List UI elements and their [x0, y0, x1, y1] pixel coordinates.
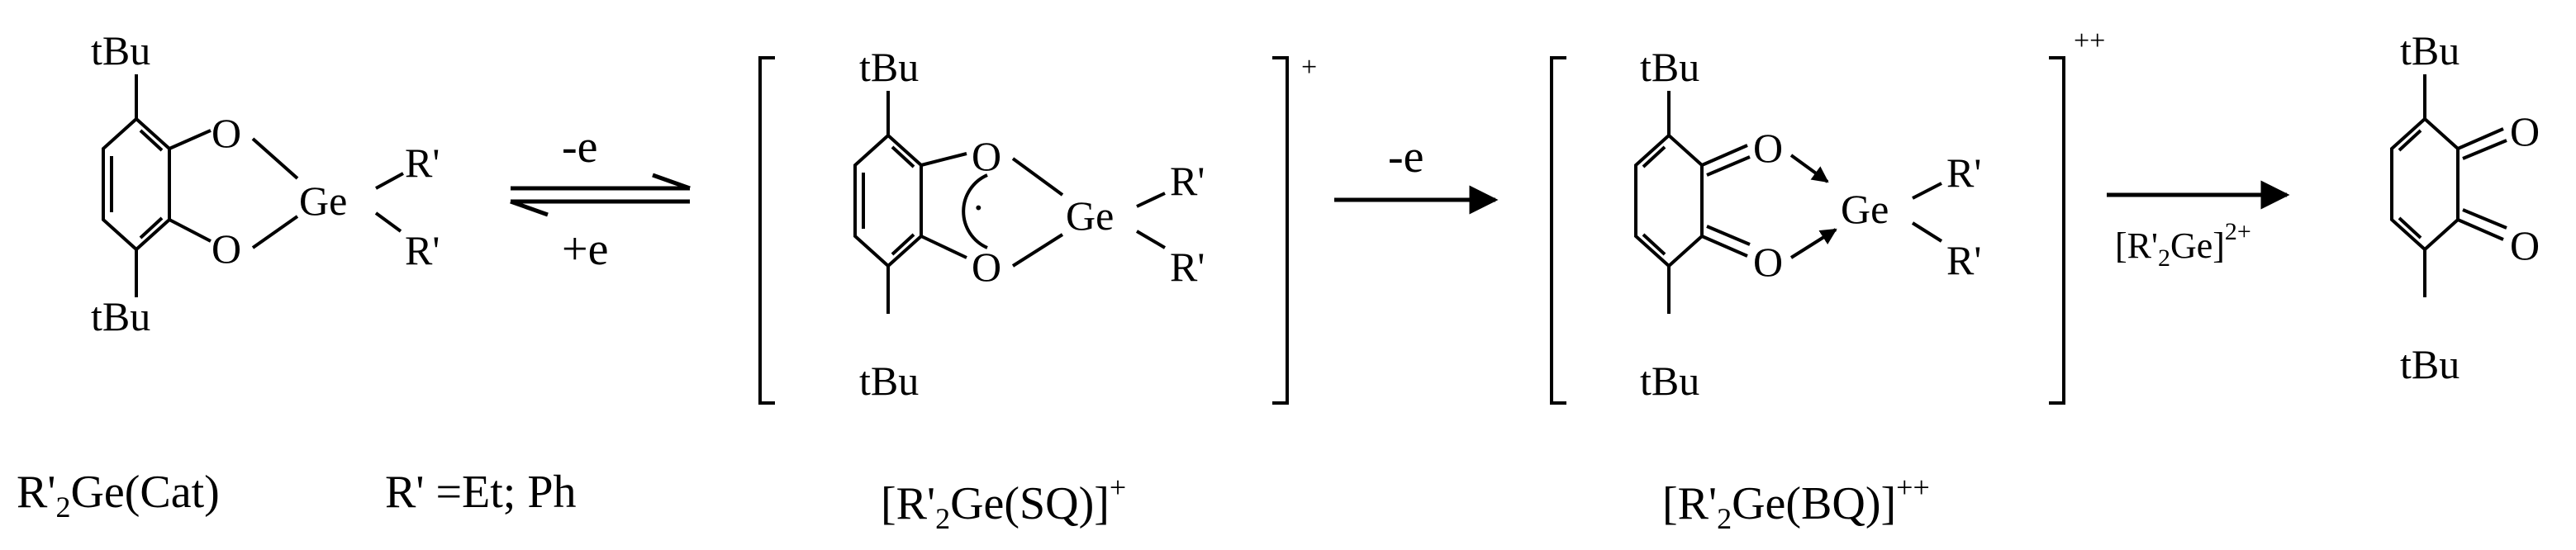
tbu-label: tBu — [2400, 341, 2460, 387]
tbu-label: tBu — [1640, 44, 1699, 90]
bond — [920, 235, 967, 259]
catecholate-complex: tBu tBu O O Ge R' R' R'2Ge(Cat) — [17, 27, 440, 524]
oxygen-atom: O — [211, 225, 241, 272]
charge-label: ++ — [2074, 26, 2105, 56]
equilibrium-arrows: -e +e — [510, 121, 691, 275]
quinone-ring — [2390, 116, 2460, 252]
substituent-label: R' — [1946, 237, 1981, 283]
bond — [169, 218, 211, 243]
oxygen-atom: O — [211, 110, 241, 156]
double-bond — [891, 145, 915, 168]
oxygen-atom: O — [2510, 108, 2540, 154]
tbu-label: tBu — [1640, 358, 1699, 404]
arrow-label-byproduct: [R'2Ge]2+ — [2115, 218, 2251, 272]
substituent-label: R' — [1170, 244, 1205, 290]
carbonyl-bond — [1706, 225, 1751, 246]
double-bond — [1642, 233, 1666, 256]
tbu-label: tBu — [2400, 27, 2460, 73]
double-bond — [1642, 145, 1666, 168]
substituent-label: R' — [405, 140, 440, 186]
tbu-label: tBu — [859, 44, 919, 90]
half-arrowhead — [510, 199, 549, 217]
ring-bonds — [1634, 133, 1704, 268]
bond — [1136, 192, 1166, 208]
oxygen-atom: O — [1753, 239, 1783, 285]
bond — [1912, 182, 1942, 200]
germanium-atom: Ge — [1841, 186, 1889, 232]
oxidation-arrow: -e — [1334, 131, 1499, 215]
right-bracket — [1272, 56, 1289, 405]
substituent-label: R' — [1170, 158, 1205, 204]
tbu-label: tBu — [859, 358, 919, 404]
oxygen-atom: O — [972, 133, 1001, 179]
carbonyl-bond — [1706, 155, 1751, 177]
ring-bonds — [2390, 116, 2460, 252]
benzene-ring — [853, 133, 923, 268]
substituent-label: R' — [405, 227, 440, 273]
oxygen-atom: O — [2510, 222, 2540, 268]
carbonyl-bond — [2457, 127, 2504, 150]
double-bond — [891, 233, 915, 256]
arrow-label-oxidation: -e — [562, 121, 598, 173]
double-bond — [2398, 129, 2422, 152]
compound-caption: R'2Ge(Cat) — [17, 467, 220, 524]
bond — [375, 172, 404, 190]
carbonyl-bond — [1701, 235, 1748, 258]
semiquinonate-complex: + · tBu tBu O O Ge R' R' [R'2Ge(SQ)]+ — [758, 44, 1317, 535]
bond — [251, 137, 299, 180]
arrow-label-oxidation: -e — [1388, 131, 1424, 183]
compound-caption: [R'2Ge(SQ)]+ — [881, 471, 1126, 535]
double-bond — [139, 216, 164, 239]
bond — [1135, 230, 1167, 249]
oxygen-atom: O — [972, 244, 1001, 290]
tbu-label: tBu — [91, 293, 150, 339]
benzoquinone-complex: ++ tBu tBu O O Ge R' R' [R'2Ge(BQ)]++ — [1550, 26, 2105, 535]
bond — [920, 152, 967, 167]
left-bracket — [1550, 56, 1566, 405]
radical-dot: · — [972, 184, 986, 230]
bond — [1911, 221, 1943, 243]
o-benzoquinone: tBu tBu O O — [2390, 27, 2540, 387]
dative-bond-arrow — [1789, 228, 1837, 259]
carbonyl-bond — [2457, 218, 2504, 241]
elimination-arrow: [R'2Ge]2+ — [2107, 180, 2290, 272]
compound-caption: [R'2Ge(BQ)]++ — [1662, 471, 1930, 535]
charge-label: + — [1301, 52, 1317, 83]
germanium-atom: Ge — [299, 178, 347, 224]
half-arrowhead — [652, 173, 691, 191]
substituent-label: R' — [1946, 149, 1981, 196]
bond — [169, 129, 211, 150]
oxygen-atom: O — [1753, 125, 1783, 171]
left-bracket — [758, 56, 775, 405]
carbonyl-bond — [2462, 208, 2507, 230]
arrow-label-reduction: +e — [562, 224, 608, 275]
germanium-atom: Ge — [1066, 192, 1114, 239]
carbonyl-bond — [1701, 144, 1748, 167]
bond — [251, 215, 299, 249]
benzene-ring — [102, 116, 171, 252]
right-bracket — [2049, 56, 2065, 405]
substituent-definition: R' =Et; Ph — [385, 467, 577, 518]
tbu-label: tBu — [91, 27, 150, 73]
bond — [1011, 157, 1064, 197]
carbonyl-bond — [2462, 139, 2507, 160]
double-bond — [2398, 216, 2422, 239]
quinone-ring — [1634, 133, 1704, 268]
dative-bond-arrow — [1789, 154, 1829, 183]
bond — [1011, 233, 1064, 268]
delocalization-arc — [962, 173, 988, 249]
double-bond — [139, 129, 164, 152]
bond — [374, 211, 402, 233]
